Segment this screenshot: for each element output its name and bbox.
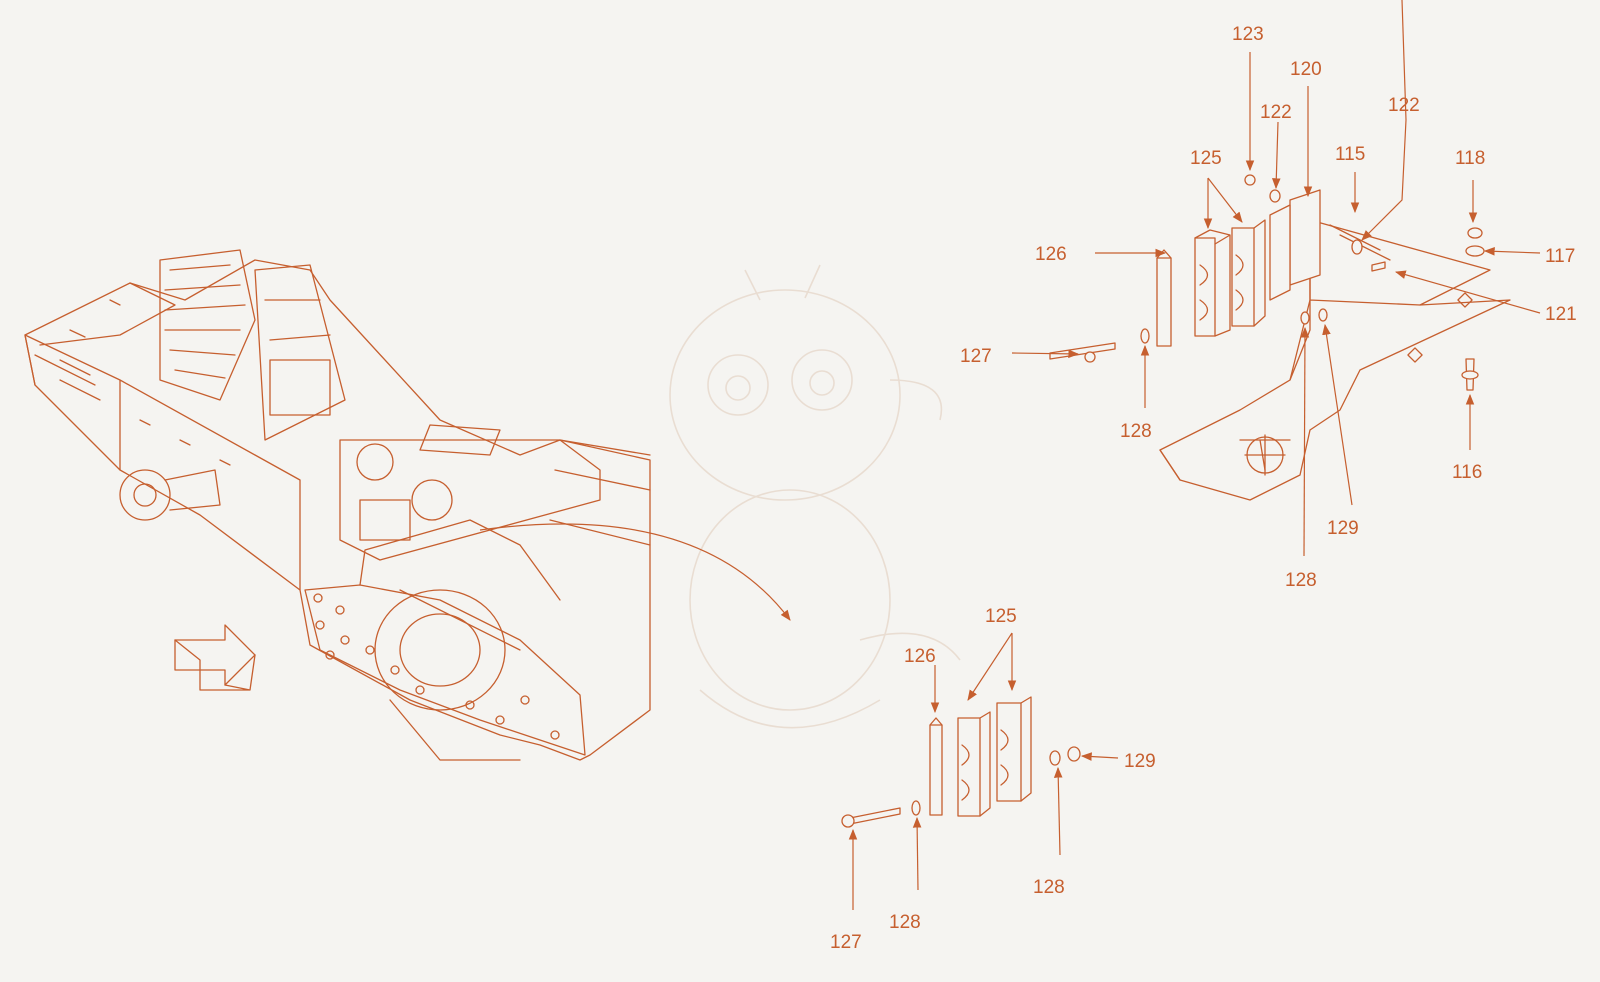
detail-pointer-arrow bbox=[479, 523, 791, 621]
direction-arrow-icon bbox=[174, 624, 256, 691]
callout-127: 127 bbox=[830, 932, 862, 953]
callout-127: 127 bbox=[960, 346, 992, 367]
callout-117: 117 bbox=[1545, 246, 1575, 267]
callout-125: 125 bbox=[1190, 148, 1222, 169]
callout-120: 120 bbox=[1290, 59, 1322, 80]
machine-frame-assembly bbox=[24, 249, 651, 761]
callout-129: 129 bbox=[1124, 751, 1156, 772]
callout-126: 126 bbox=[904, 646, 936, 667]
callout-121: 121 bbox=[1545, 304, 1577, 325]
callout-129: 129 bbox=[1327, 518, 1359, 539]
callout-128: 128 bbox=[889, 912, 921, 933]
callout-126: 126 bbox=[1035, 244, 1067, 265]
callout-128: 128 bbox=[1285, 570, 1317, 591]
callout-115: 115 bbox=[1335, 144, 1365, 165]
upper-bracket-assembly bbox=[1049, 174, 1511, 501]
lower-clamp-assembly bbox=[841, 696, 1081, 828]
leader-lines bbox=[848, 0, 1541, 910]
callout-122: 122 bbox=[1260, 102, 1292, 123]
callout-122: 122 bbox=[1388, 95, 1420, 116]
callout-118: 118 bbox=[1455, 148, 1485, 169]
callout-116: 116 bbox=[1452, 462, 1482, 483]
callout-123: 123 bbox=[1232, 24, 1264, 45]
callout-128: 128 bbox=[1033, 877, 1065, 898]
callout-labels: 123 122 120 122 125 115 118 126 117 121 … bbox=[830, 24, 1577, 953]
callout-128: 128 bbox=[1120, 421, 1152, 442]
dragon-watermark bbox=[669, 264, 961, 729]
callout-125: 125 bbox=[985, 606, 1017, 627]
